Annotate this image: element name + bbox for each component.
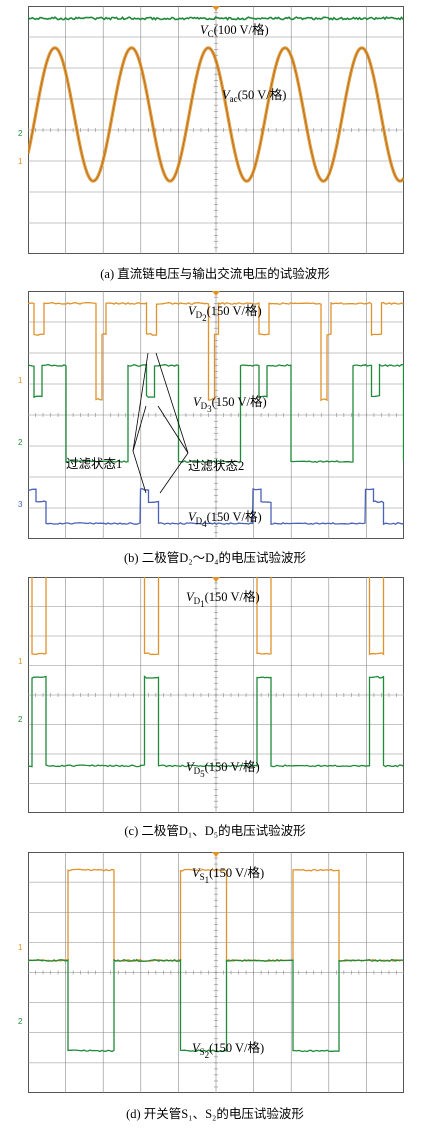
label-vd2: VD2(150 V/格) <box>188 304 262 323</box>
marker-d-1: 1 <box>18 943 23 952</box>
marker-a-1: 1 <box>18 157 23 166</box>
label-vac: Vac(50 V/格) <box>222 88 287 104</box>
scope-d-plot <box>28 852 404 1093</box>
label-vd3: VD3(150 V/格) <box>193 395 267 414</box>
trace-vc <box>28 16 404 21</box>
label-vs1: VS1(150 V/格) <box>192 866 265 885</box>
leader-line-state2 <box>155 352 189 454</box>
marker-c-2: 2 <box>18 715 23 724</box>
caption-b: (b) 二极管D₂～D₄的电压试验波形 <box>124 551 306 565</box>
label-vd1: VD1(150 V/格) <box>186 590 260 609</box>
trigger-marker <box>212 852 220 857</box>
panel-d: VS1(150 V/格) VS2(150 V/格) 1 2 (d) 开关管S₁、… <box>0 845 430 1141</box>
scope-c-plot <box>28 577 404 813</box>
scope-c <box>28 577 404 813</box>
scope-b-plot <box>28 291 404 539</box>
caption-d: (d) 开关管S₁、S₂的电压试验波形 <box>126 1107 304 1121</box>
leader-line-state1 <box>132 405 147 452</box>
trigger-marker <box>212 6 220 11</box>
leader-line-state1 <box>132 450 147 494</box>
label-vd4: VD4(150 V/格) <box>188 510 262 529</box>
marker-d-2: 2 <box>18 1017 23 1026</box>
trace-vd3 <box>28 363 404 464</box>
label-vs2: VS2(150 V/格) <box>192 1041 265 1060</box>
caption-a: (a) 直流链电压与输出交流电压的试验波形 <box>100 267 330 281</box>
leader-line-state2 <box>159 452 189 494</box>
marker-b-3: 3 <box>18 500 23 509</box>
scope-d <box>28 852 404 1093</box>
panel-a: VC(100 V/格) Vac(50 V/格) 2 1 (a) 直流链电压与输出… <box>0 0 430 285</box>
panel-c: VD1(150 V/格) VD5(150 V/格) 1 2 (c) 二极管D₁、… <box>0 570 430 845</box>
marker-a-2: 2 <box>18 129 23 138</box>
marker-b-2: 2 <box>18 438 23 447</box>
scope-a-plot <box>28 6 404 254</box>
annotation-filter-state-1: 过滤状态1 <box>66 457 123 471</box>
marker-b-1: 1 <box>18 376 23 385</box>
marker-c-1: 1 <box>18 657 23 666</box>
label-vc: VC(100 V/格) <box>200 23 269 39</box>
trigger-marker <box>212 291 220 296</box>
panel-b: VD2(150 V/格) VD3(150 V/格) VD4(150 V/格) 过… <box>0 285 430 570</box>
trace-vd5 <box>28 675 404 768</box>
label-vd5: VD5(150 V/格) <box>186 760 260 779</box>
annotation-filter-state-2: 过滤状态2 <box>188 459 245 473</box>
caption-c: (c) 二极管D₁、D₅的电压试验波形 <box>124 824 306 838</box>
trace-vac-core <box>28 47 404 182</box>
scope-b <box>28 291 404 539</box>
leader-line-state1 <box>132 352 149 452</box>
trigger-marker <box>212 577 220 582</box>
trace-vs2 <box>28 958 404 1053</box>
trace-vd4 <box>28 488 404 526</box>
scope-a <box>28 6 404 254</box>
leader-line-state2 <box>157 405 189 454</box>
trace-vd2 <box>28 301 404 402</box>
